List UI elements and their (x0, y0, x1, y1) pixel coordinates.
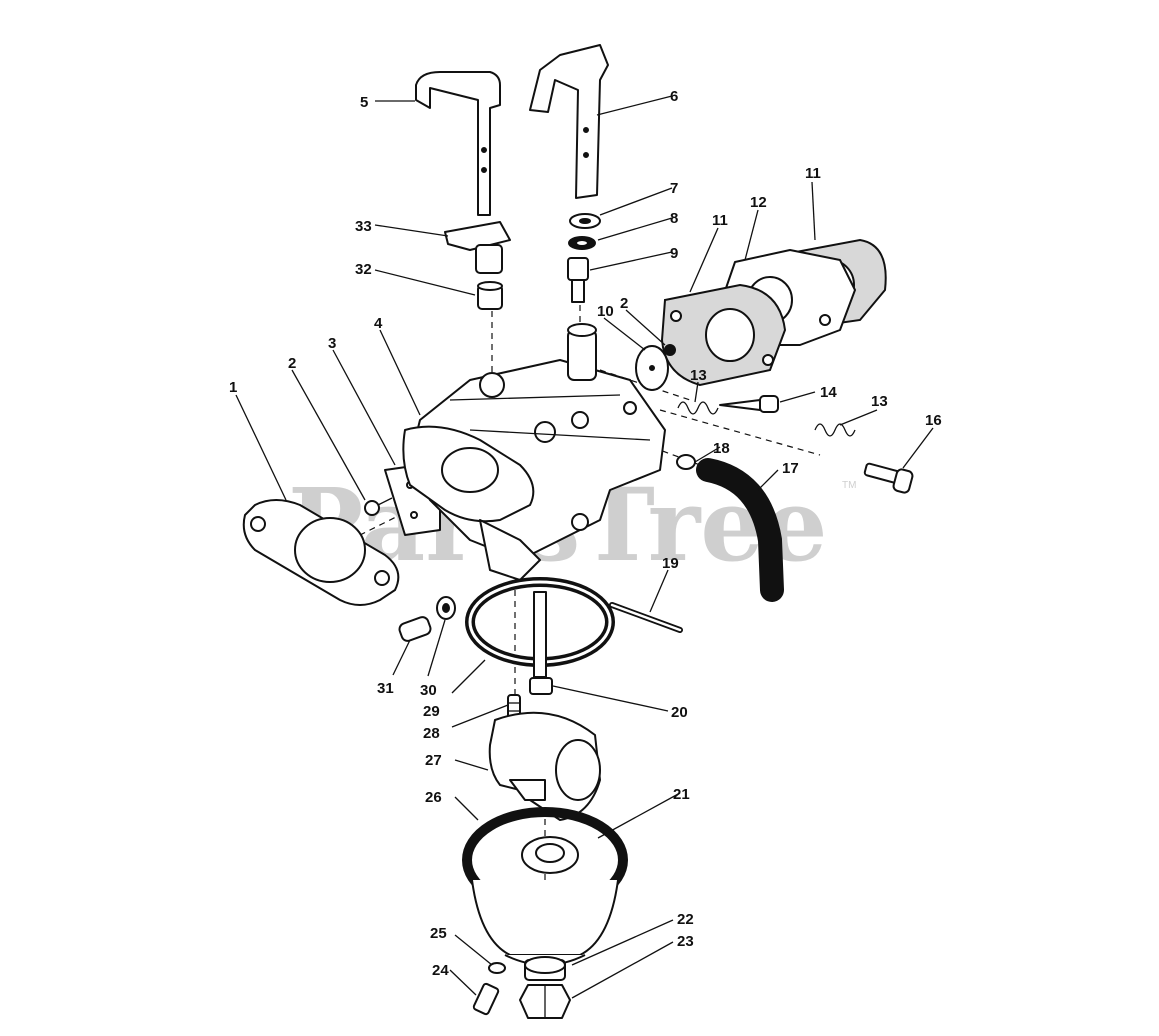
part-18-clip (676, 454, 696, 470)
callout-8: 8 (670, 210, 678, 227)
part-1-gasket (242, 499, 400, 606)
callout-13-lower: 13 (871, 393, 888, 410)
part-7-washer (569, 213, 601, 229)
callout-19: 19 (662, 555, 679, 572)
callout-30: 30 (420, 682, 437, 699)
part-10-choke-plate (635, 345, 669, 391)
callout-3: 3 (328, 335, 336, 352)
callout-25: 25 (430, 925, 447, 942)
part-22-gasket (524, 956, 566, 974)
callout-5: 5 (360, 94, 368, 111)
callout-2-right: 2 (620, 295, 628, 312)
callout-13-upper: 13 (690, 367, 707, 384)
part-33-throttle-plate (444, 221, 511, 274)
callout-28: 28 (423, 725, 440, 742)
part-13-spring-lower (814, 423, 856, 437)
callout-7: 7 (670, 180, 678, 197)
part-5-lever (415, 71, 501, 216)
part-23-bowl-nut (519, 984, 571, 1019)
callout-labels: 1 2 2 3 4 5 6 7 8 9 10 11 11 12 13 13 14… (229, 88, 942, 979)
callout-24: 24 (432, 962, 449, 979)
callout-6: 6 (670, 88, 678, 105)
callout-23: 23 (677, 933, 694, 950)
callout-18: 18 (713, 440, 730, 457)
callout-31: 31 (377, 680, 394, 697)
part-13-spring-upper (677, 401, 719, 415)
callout-17: 17 (782, 460, 799, 477)
part-20-inlet-needle (529, 591, 553, 695)
part-16-mixture-screw (863, 462, 914, 494)
callout-9: 9 (670, 245, 678, 262)
callout-14: 14 (820, 384, 837, 401)
callout-20: 20 (671, 704, 688, 721)
callout-11-front: 11 (712, 212, 728, 229)
callout-26: 26 (425, 789, 442, 806)
callout-11-rear: 11 (805, 165, 821, 182)
part-11-gasket-front (660, 283, 787, 387)
callout-2-left: 2 (288, 355, 296, 372)
callout-4: 4 (374, 315, 383, 332)
callout-12: 12 (750, 194, 767, 211)
watermark-trademark: TM (842, 480, 856, 491)
callout-29: 29 (423, 703, 440, 720)
part-31-drain-screw (398, 616, 432, 642)
callout-1: 1 (229, 379, 237, 396)
callout-21: 21 (673, 786, 690, 803)
leader-lines (235, 95, 934, 999)
callout-10: 10 (597, 303, 614, 320)
part-19-pin (609, 602, 683, 633)
part-25-washer (488, 962, 506, 974)
part-9-bushing (567, 257, 589, 303)
part-30-washer (436, 596, 456, 620)
callout-22: 22 (677, 911, 694, 928)
part-14-idle-screw (719, 395, 779, 413)
part-27-float (488, 711, 601, 821)
part-2-screw-right (664, 344, 676, 356)
part-32-bushing (477, 281, 503, 310)
part-8-seal (568, 236, 596, 250)
callout-16: 16 (925, 412, 942, 429)
part-24-screw (472, 982, 500, 1016)
callout-33: 33 (355, 218, 372, 235)
callout-27: 27 (425, 752, 442, 769)
part-6-choke-shaft (529, 44, 609, 199)
part-21-float-pin (521, 836, 579, 874)
part-2-screw-left (364, 497, 393, 516)
part-17-fuel-hose (696, 458, 784, 602)
callout-32: 32 (355, 261, 372, 278)
part-4-carburetor-body (402, 323, 666, 581)
